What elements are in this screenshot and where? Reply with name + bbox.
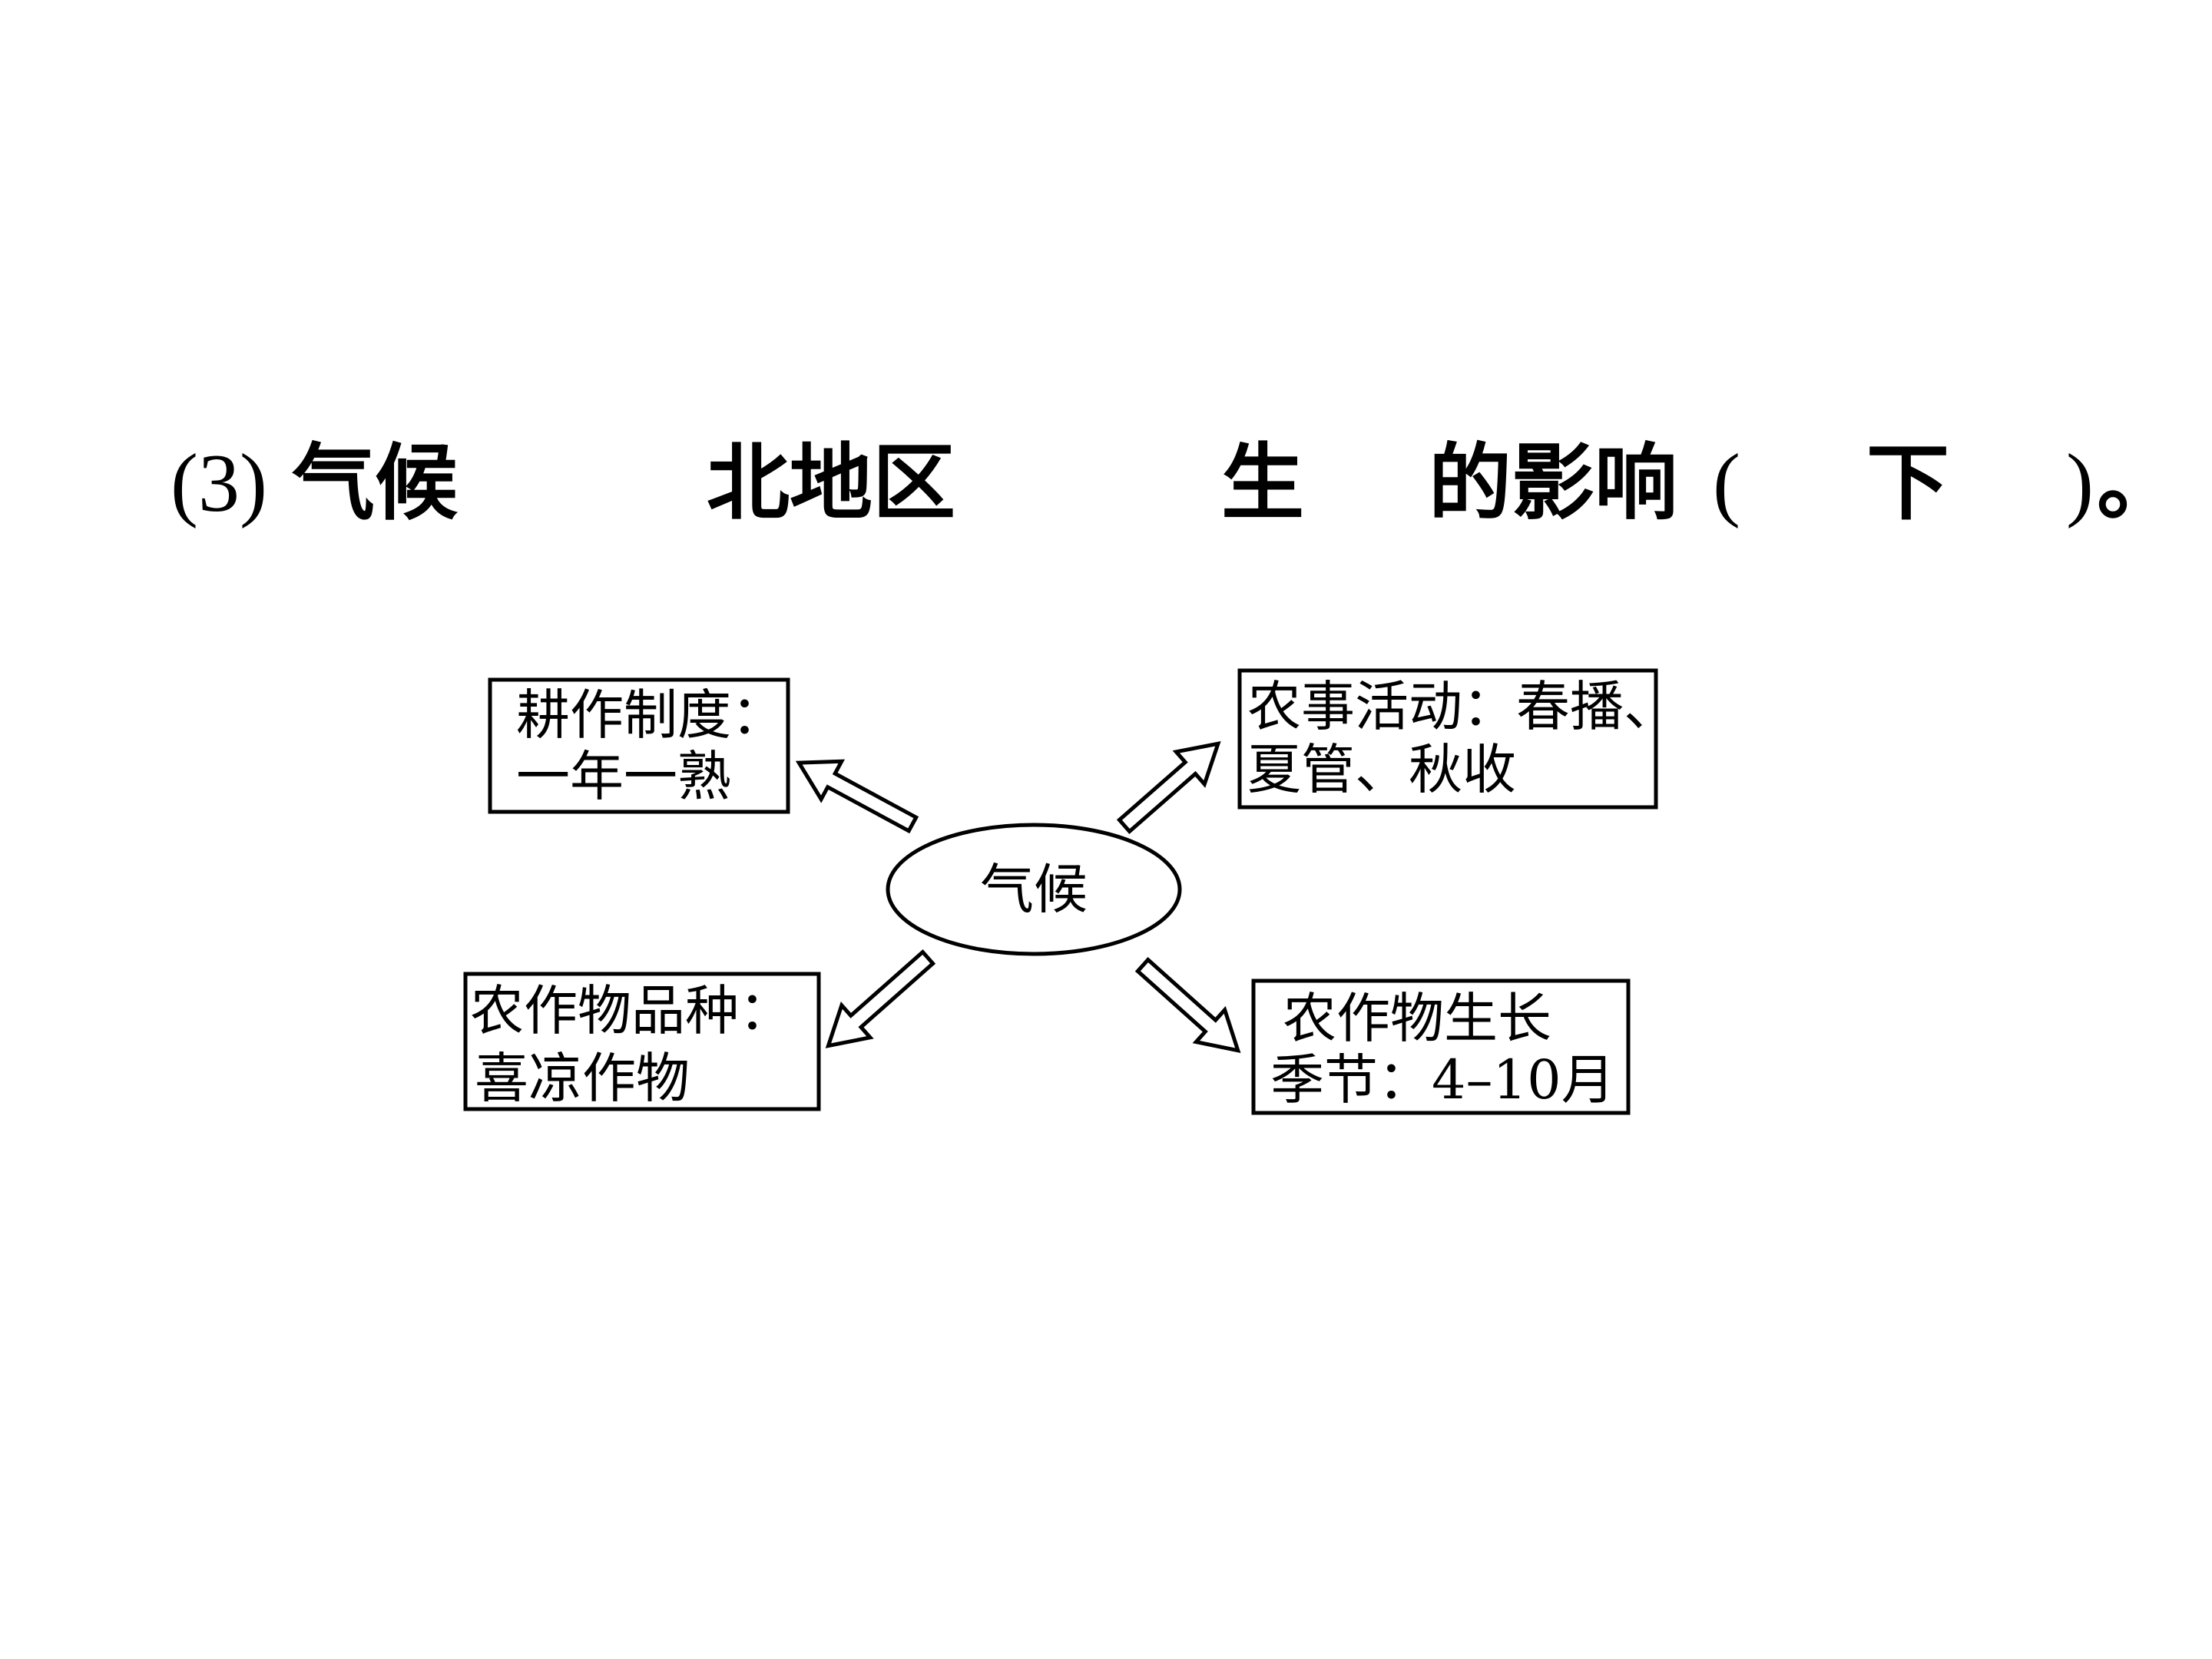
center-ellipse bbox=[886, 823, 1182, 956]
question-prefix: (3) bbox=[171, 438, 267, 529]
box-top-left-line2: 一年一熟 bbox=[516, 745, 731, 808]
question-segment-climate: 气候 bbox=[292, 435, 459, 531]
box-bottom-right-line2: 季节：4–10月 bbox=[1270, 1048, 1615, 1111]
question-paren-open: ( bbox=[1713, 438, 1740, 529]
center-label: 气候 bbox=[980, 858, 1088, 921]
box-bottom-left-line1: 农作物品种： bbox=[470, 979, 793, 1042]
box-bottom-right-line1: 农作物生长 bbox=[1283, 987, 1551, 1050]
question-segment-sheng: 生 bbox=[1221, 435, 1305, 531]
box-bottom-right bbox=[1251, 979, 1631, 1115]
question-paren-close: ) bbox=[2066, 438, 2094, 529]
box-top-left bbox=[488, 677, 790, 814]
arrow-to-top-left-icon bbox=[795, 759, 919, 834]
question-segment-influence: 的影响 bbox=[1429, 435, 1678, 531]
question-segment-region: 北地区 bbox=[707, 435, 956, 531]
box-top-right-line1: 农事活动：春播、 bbox=[1247, 675, 1677, 738]
question-period: 。 bbox=[2097, 435, 2181, 531]
arrow-to-top-right-icon bbox=[1116, 741, 1221, 835]
arrow-to-bottom-left-icon bbox=[825, 949, 936, 1048]
arrow-to-bottom-right-icon bbox=[1134, 957, 1241, 1053]
box-top-left-line1: 耕作制度： bbox=[516, 684, 785, 747]
box-bottom-left bbox=[463, 972, 821, 1111]
question-segment-xia: 下 bbox=[1866, 435, 1950, 531]
box-top-right bbox=[1237, 668, 1658, 810]
box-bottom-left-line2: 喜凉作物 bbox=[475, 1047, 690, 1110]
box-top-right-line2: 夏管、秋收 bbox=[1247, 738, 1516, 801]
